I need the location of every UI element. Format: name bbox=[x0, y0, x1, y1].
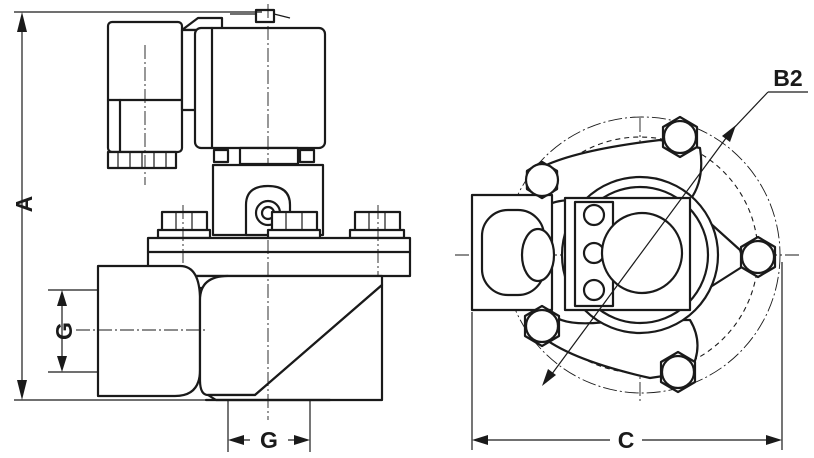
label-c: C bbox=[618, 427, 635, 453]
label-b2: B2 bbox=[773, 65, 802, 91]
dimension-a: A bbox=[11, 11, 262, 401]
label-g-side: G bbox=[51, 322, 77, 340]
hex-bolt-right bbox=[739, 235, 777, 279]
dimension-g-side: G bbox=[48, 289, 98, 373]
label-g-bottom: G bbox=[260, 427, 278, 453]
dimension-c: C bbox=[471, 262, 783, 453]
hex-bolt-top-left bbox=[524, 160, 560, 200]
label-a: A bbox=[11, 196, 37, 213]
dimension-g-bottom: G bbox=[227, 400, 311, 453]
hex-bolt-top-right bbox=[661, 115, 699, 159]
solenoid-coil bbox=[180, 4, 327, 170]
central-body bbox=[560, 175, 720, 335]
valve-body bbox=[76, 240, 384, 420]
hex-bolt-bottom-left bbox=[523, 304, 561, 348]
hex-bolts bbox=[523, 115, 777, 394]
top-view: B2 C bbox=[455, 65, 808, 453]
coil-connector bbox=[106, 20, 184, 185]
side-view: A G G bbox=[11, 4, 412, 453]
pilot-block-top bbox=[470, 193, 556, 312]
hex-bolt-bottom-right bbox=[659, 350, 697, 394]
dimension-b2: B2 bbox=[542, 65, 808, 386]
cover-bolts bbox=[156, 210, 406, 240]
